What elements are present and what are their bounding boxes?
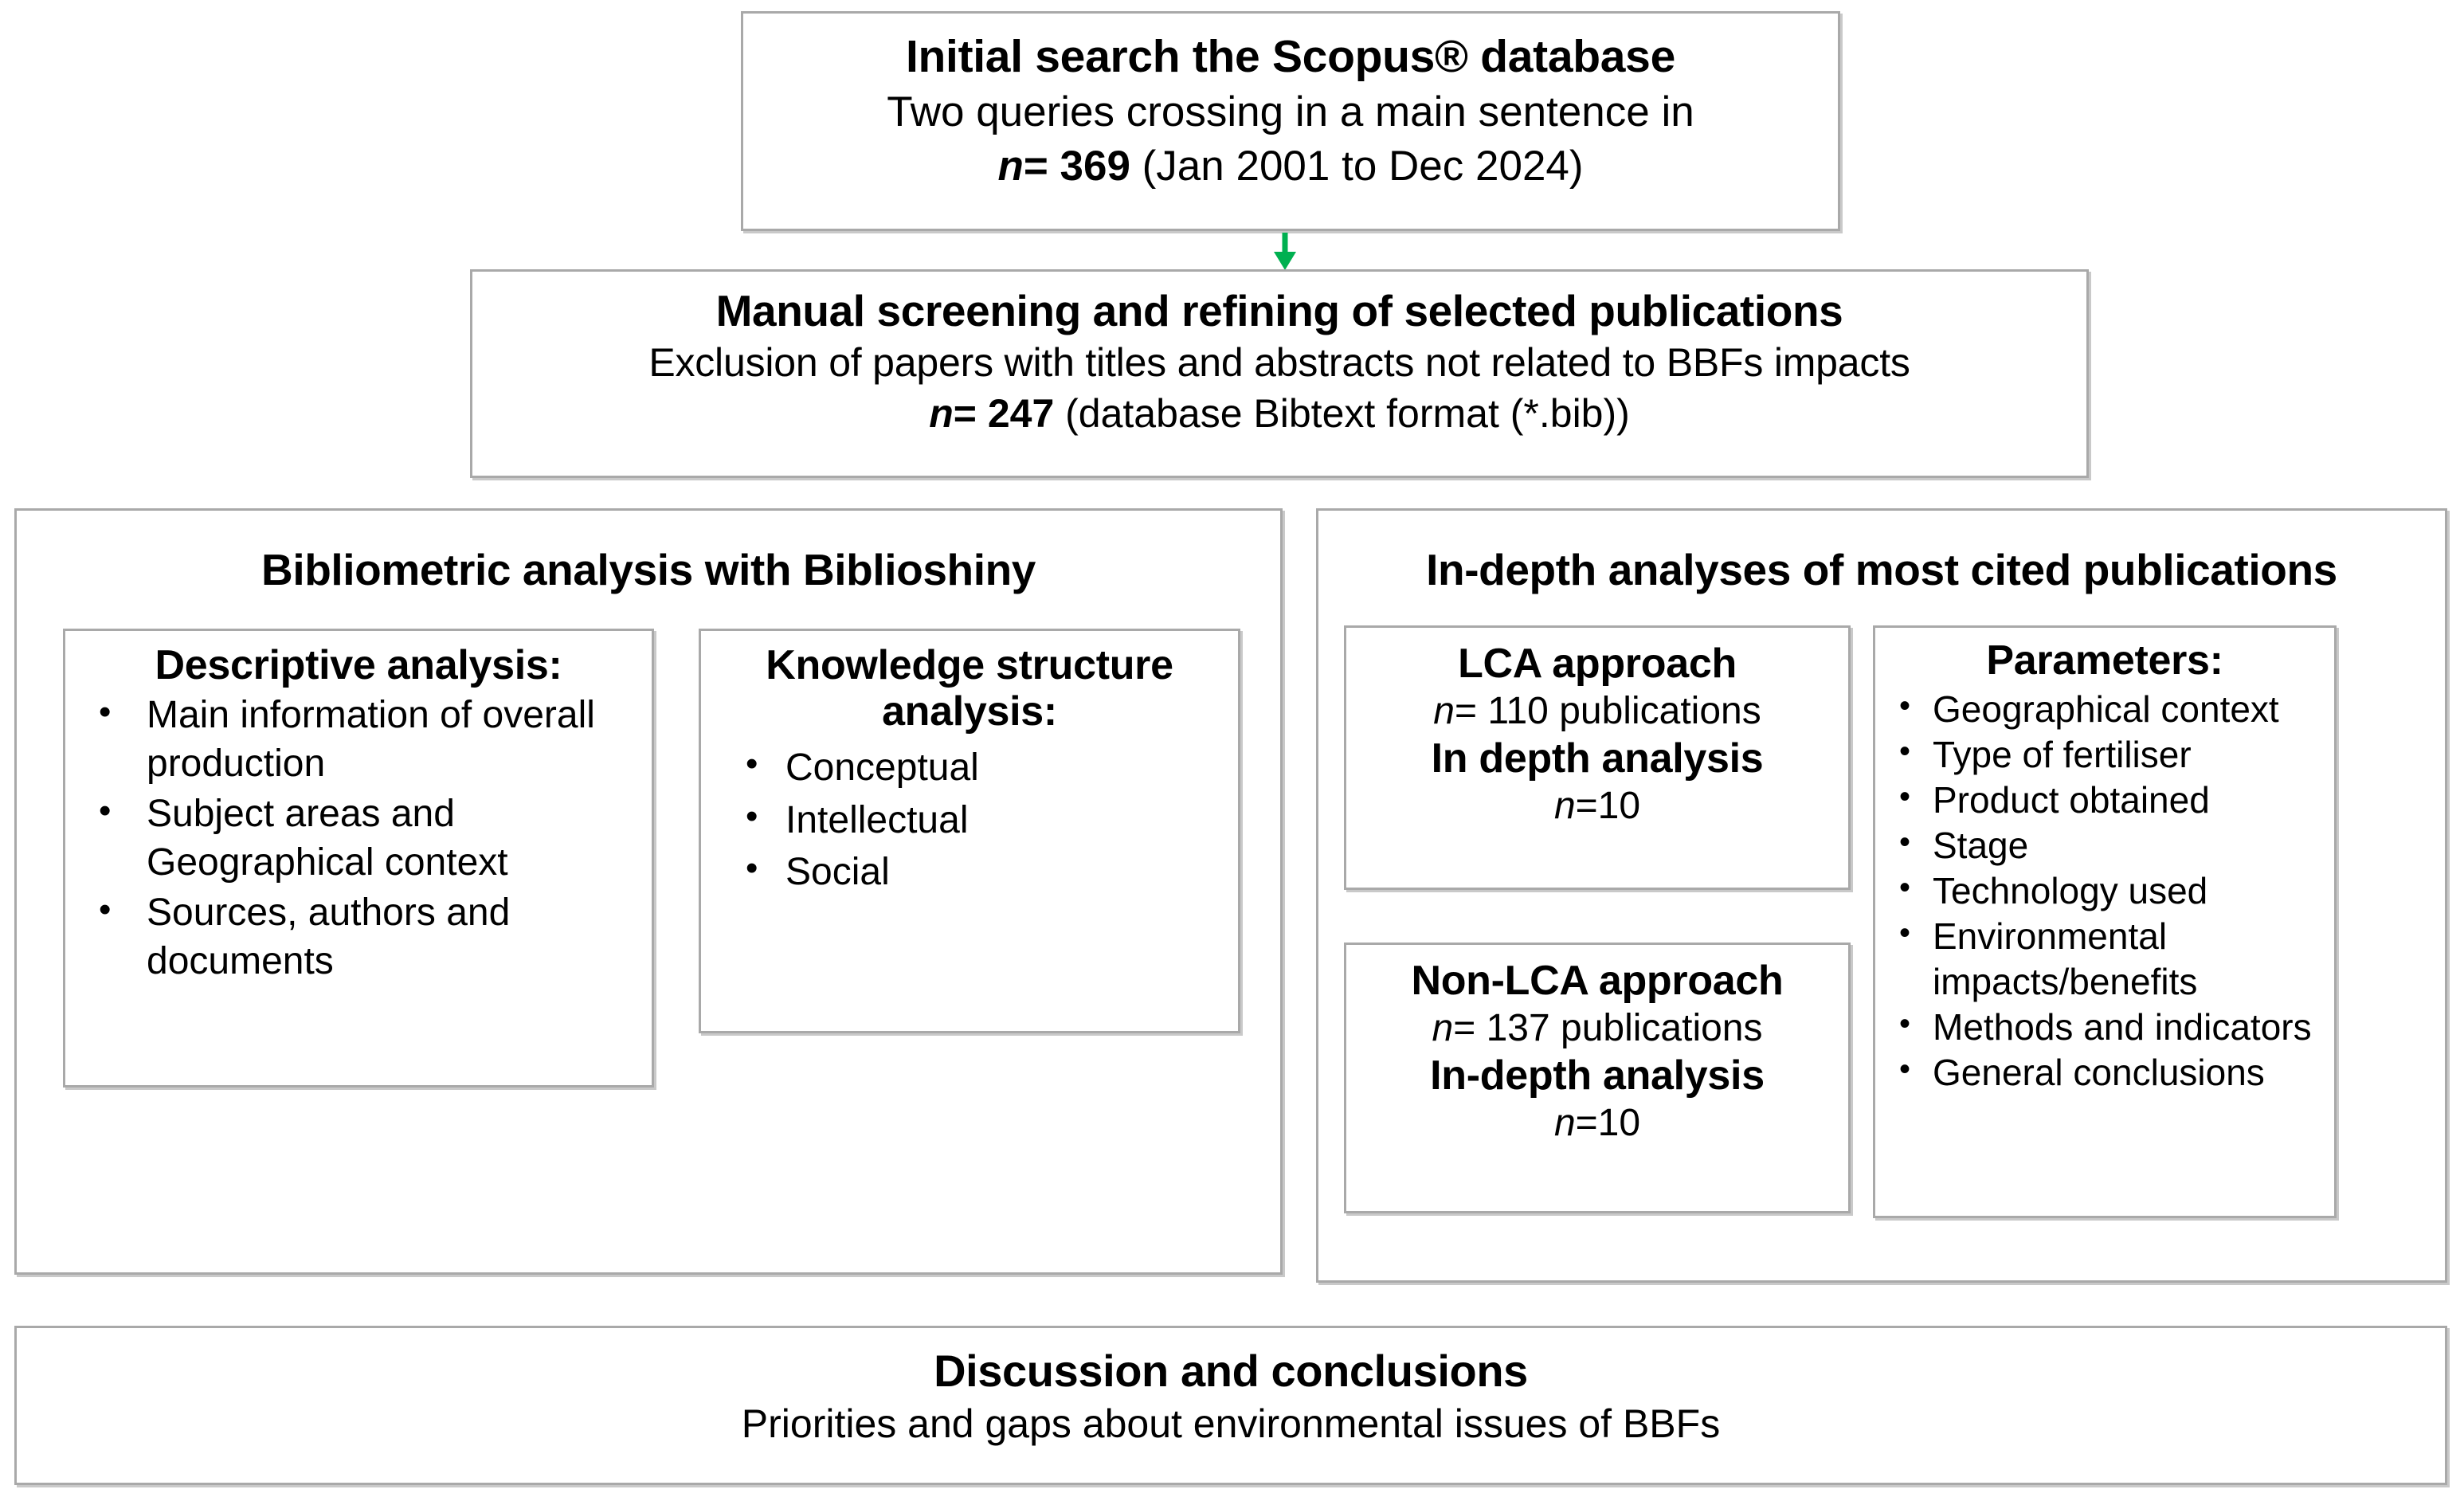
discussion-subtitle: Priorities and gaps about environmental … bbox=[741, 1401, 1721, 1447]
manual-screening-subtitle: Exclusion of papers with titles and abst… bbox=[648, 340, 1910, 385]
non-lca-n-symbol: n bbox=[1432, 1007, 1454, 1050]
initial-search-subtitle: Two queries crossing in a main sentence … bbox=[887, 88, 1694, 135]
list-item: Conceptual bbox=[709, 741, 1230, 793]
manual-screening-n-value: = 247 bbox=[953, 391, 1055, 436]
list-item: Intellectual bbox=[709, 794, 1230, 845]
list-item: Environmental impacts/benefits bbox=[1882, 914, 2328, 1005]
knowledge-structure-title: Knowledge structure analysis: bbox=[766, 642, 1173, 735]
non-lca-n-value: = 137 publications bbox=[1453, 1007, 1763, 1050]
lca-publication-count: n= 110 publications bbox=[1353, 688, 1842, 735]
initial-search-n-note: (Jan 2001 to Dec 2024) bbox=[1130, 143, 1584, 190]
descriptive-analysis-title: Descriptive analysis: bbox=[155, 642, 562, 688]
initial-search-title: Initial search the Scopus® database bbox=[906, 31, 1675, 82]
discussion-conclusions-box: Discussion and conclusions Priorities an… bbox=[14, 1326, 2447, 1485]
initial-search-n-value: = 369 bbox=[1023, 143, 1130, 190]
list-item: Geographical context bbox=[1882, 687, 2328, 732]
lca-subanalysis-title: In depth analysis bbox=[1431, 735, 1764, 782]
parameters-box: Parameters: Geographical context Type of… bbox=[1873, 625, 2337, 1218]
list-item: Type of fertiliser bbox=[1882, 732, 2328, 778]
lca-sub-n-symbol: n bbox=[1553, 785, 1576, 828]
manual-screening-n-symbol: n bbox=[929, 391, 954, 436]
parameters-title: Parameters: bbox=[1986, 637, 2223, 684]
parameters-list: Geographical context Type of fertiliser … bbox=[1882, 687, 2328, 1095]
lca-approach-box: LCA approach n= 110 publications In dept… bbox=[1344, 625, 1851, 890]
non-lca-sub-n-value: =10 bbox=[1575, 1102, 1641, 1145]
non-lca-subanalysis-count: n=10 bbox=[1353, 1100, 1842, 1147]
initial-search-box: Initial search the Scopus® database Two … bbox=[741, 11, 1840, 231]
list-item: Social bbox=[709, 845, 1230, 897]
manual-screening-count: n= 247 (database Bibtext format (*.bib)) bbox=[492, 388, 2067, 439]
list-item: Main information of overall production bbox=[73, 690, 644, 789]
knowledge-structure-box: Knowledge structure analysis: Conceptual… bbox=[699, 629, 1240, 1033]
bibliometric-panel-title: Bibliometric analysis with Biblioshiny bbox=[261, 545, 1036, 594]
lca-approach-title: LCA approach bbox=[1458, 641, 1737, 687]
non-lca-approach-box: Non-LCA approach n= 137 publications In-… bbox=[1344, 943, 1851, 1213]
list-item: Subject areas and Geographical context bbox=[73, 789, 644, 888]
non-lca-publication-count: n= 137 publications bbox=[1353, 1005, 1842, 1052]
lca-sub-n-value: =10 bbox=[1575, 785, 1641, 828]
list-item: General conclusions bbox=[1882, 1050, 2328, 1095]
down-arrow-icon bbox=[1267, 233, 1303, 271]
bibliometric-analysis-panel: Bibliometric analysis with Biblioshiny D… bbox=[14, 508, 1283, 1275]
discussion-title: Discussion and conclusions bbox=[934, 1346, 1528, 1396]
list-item: Technology used bbox=[1882, 868, 2328, 914]
list-item: Methods and indicators bbox=[1882, 1005, 2328, 1050]
lca-n-value: = 110 publications bbox=[1454, 690, 1761, 733]
non-lca-sub-n-symbol: n bbox=[1553, 1102, 1576, 1145]
lca-n-symbol: n bbox=[1433, 690, 1455, 733]
initial-search-count: n= 369 (Jan 2001 to Dec 2024) bbox=[762, 139, 1819, 194]
knowledge-structure-list: Conceptual Intellectual Social bbox=[709, 741, 1230, 897]
descriptive-analysis-box: Descriptive analysis: Main information o… bbox=[63, 629, 654, 1088]
list-item: Stage bbox=[1882, 823, 2328, 868]
descriptive-analysis-list: Main information of overall production S… bbox=[73, 690, 644, 986]
list-item: Sources, authors and documents bbox=[73, 888, 644, 986]
manual-screening-box: Manual screening and refining of selecte… bbox=[470, 269, 2089, 478]
initial-search-n-symbol: n bbox=[997, 143, 1024, 190]
list-item: Product obtained bbox=[1882, 778, 2328, 823]
indepth-analyses-panel: In-depth analyses of most cited publicat… bbox=[1316, 508, 2447, 1283]
manual-screening-n-note: (database Bibtext format (*.bib)) bbox=[1054, 391, 1630, 436]
indepth-panel-title: In-depth analyses of most cited publicat… bbox=[1426, 545, 2337, 594]
lca-subanalysis-count: n=10 bbox=[1353, 783, 1842, 830]
manual-screening-title: Manual screening and refining of selecte… bbox=[715, 286, 1843, 335]
non-lca-subanalysis-title: In-depth analysis bbox=[1430, 1052, 1765, 1099]
non-lca-approach-title: Non-LCA approach bbox=[1411, 958, 1784, 1004]
